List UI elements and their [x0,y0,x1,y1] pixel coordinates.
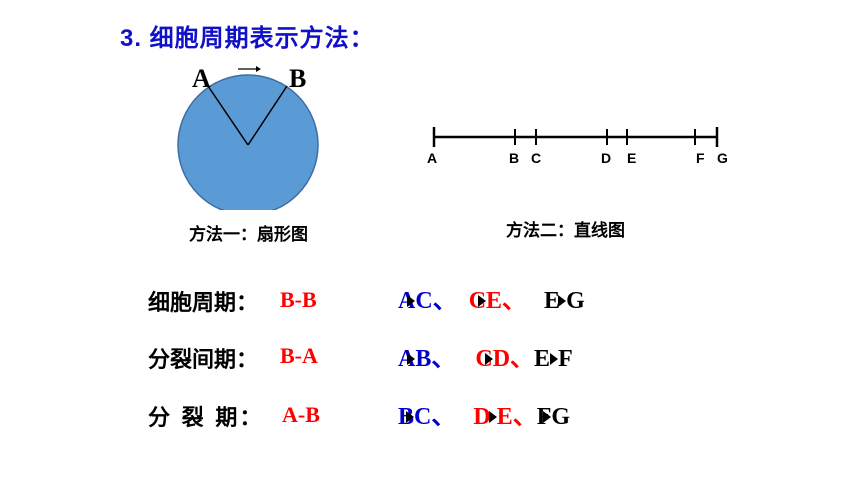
pie-arrowhead-icon [256,66,261,72]
segment-from: D [473,404,491,430]
tick-label-c: C [531,150,542,166]
pie-radius-a [207,85,249,146]
pie-label-a: A [192,64,211,93]
segment-to: E [496,404,513,430]
tick-label-e: E [627,150,637,166]
segment-sep: 、 [512,404,537,430]
segment-to: G [566,288,585,314]
pie-label-b: B [289,64,307,93]
tick-label-f: F [696,150,705,166]
tick-label-d: D [601,150,612,166]
segment-sep: 、 [431,404,456,430]
row-label-interphase: 分裂间期： [148,348,259,373]
pie-radius-b [247,85,288,146]
tick-label-b: B [509,150,520,166]
tick-label-a: A [427,150,438,166]
segment-from: E [534,346,551,372]
segment-sep: 、 [432,288,457,314]
page-title: 3. 细胞周期表示方法： [120,25,375,52]
row-label-cell-cycle: 细胞周期： [148,291,259,316]
segment-to: G [551,404,571,430]
segment-to: C [415,288,433,314]
line-caption: 方法二：直线图 [506,221,625,241]
row-label-mitotic-phase: 分 裂 期： [148,406,264,431]
line-diagram [432,127,719,147]
row-value-cell-cycle: B-B [280,287,317,312]
pie-circle [177,74,319,210]
segment-to: C [414,404,432,430]
segment-sep: 、 [502,288,527,314]
segment-to: E [486,288,503,314]
row-value-mitotic-phase: A-B [282,402,320,427]
segment-to: B [415,346,432,372]
row-value-interphase: B-A [280,343,318,368]
pie-diagram [177,66,319,210]
tick-label-g: G [717,150,728,166]
segment-sep: 、 [431,346,456,372]
segment-to: D [492,346,511,372]
pie-caption: 方法一：扇形图 [189,225,308,245]
segment-sep: 、 [510,346,535,372]
segment-from: E [544,288,561,314]
segment-to: F [558,346,573,372]
